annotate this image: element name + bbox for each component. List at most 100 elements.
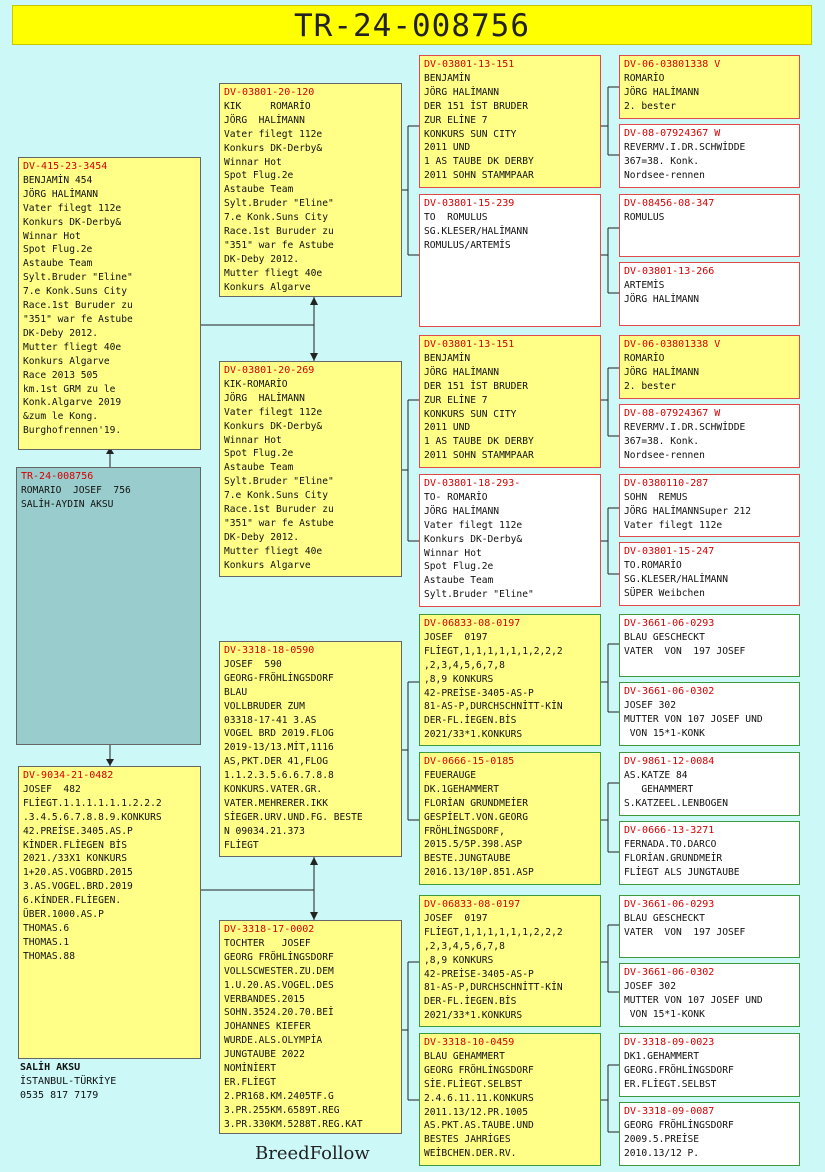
ancestor-card-15[interactable]: DV-3318-09-0023 DK1.GEHAMMERT GEORG.FRÖH… (619, 1033, 800, 1097)
pedigree-line: SG.KLESER/HALİMANN (424, 225, 528, 237)
pedigree-line: S.KATZEEL.LENBOGEN (624, 797, 728, 809)
ancestor-card-1[interactable]: DV-06-03801338 V ROMARİO JÖRG HALİMANN 2… (619, 55, 800, 119)
ring-number: DV-3661-06-0302 (624, 967, 715, 978)
ancestor-card-9[interactable]: DV-3661-06-0293 BLAU GESCHECKT VATER VON… (619, 614, 800, 677)
ancestor-card-16[interactable]: DV-3318-09-0087 GEORG FRÖHLİNGSDORF 2009… (619, 1102, 800, 1166)
pedigree-line: JOSEF 0197 (424, 912, 488, 924)
pedigree-line: AS.PKT.AS.TAUBE.UND (424, 1120, 534, 1132)
pedigree-line: ZUR ELİNE 7 (424, 394, 488, 406)
pedigree-line: ROMARİO (624, 352, 665, 364)
great-grandparent-card-7[interactable]: DV-06833-08-0197 JOSEF 0197 FLİEGT,1,1,1… (419, 895, 601, 1027)
ancestor-card-7[interactable]: DV-0380110-287 SOHN REMUS JÖRG HALİMANNS… (619, 474, 800, 537)
ancestor-card-5[interactable]: DV-06-03801338 V ROMARİO JÖRG HALİMANN 2… (619, 335, 800, 399)
pedigree-line: ROMULUS (624, 211, 665, 223)
pedigree-line: TO.ROMARİO (624, 559, 682, 571)
ancestor-card-2[interactable]: DV-08-07924367 W REVERMV.I.DR.SCHWİDDE 3… (619, 124, 800, 188)
pedigree-line: 2.4.6.11.11.KONKURS (424, 1092, 534, 1104)
great-grandparent-card-1[interactable]: DV-03801-13-151 BENJAMİN JÖRG HALİMANN D… (419, 55, 601, 188)
pedigree-line: Spot Flug.2e (424, 561, 494, 573)
pedigree-line: BLAU GESCHECKT (624, 912, 705, 924)
sire-card[interactable]: DV-415-23-3454 BENJAMİN 454 JÖRG HALİMAN… (18, 157, 201, 450)
pedigree-line: Konkurs DK-Derby& (224, 142, 323, 154)
pedigree-line: KONKURS SUN CITY (424, 128, 517, 140)
pedigree-line: 2011.13/12.PR.1005 (424, 1106, 528, 1118)
grandparent-card-1[interactable]: DV-03801-20-120 KIK ROMARİO JÖRG HALİMAN… (219, 83, 402, 297)
pedigree-line: 2016.13/10P.851.ASP (424, 867, 534, 879)
pedigree-line: KIK-ROMARİO (224, 378, 288, 390)
pedigree-line: Konkurs DK-Derby& (224, 420, 323, 432)
ancestor-card-10[interactable]: DV-3661-06-0302 JOSEF 302 MUTTER VON 107… (619, 682, 800, 746)
pedigree-line: JOSEF 302 (624, 699, 676, 711)
pedigree-line: SOHN.3524.20.70.BEİ (224, 1007, 334, 1019)
pedigree-line: 2021/33*1.KONKURS (424, 1010, 523, 1022)
pedigree-line: Astaube Team (424, 575, 494, 587)
ring-number: DV-08-07924367 W (624, 128, 721, 139)
pedigree-line: AS.KATZE 84 (624, 769, 688, 781)
pedigree-line: Sylt.Bruder "Eline" (224, 198, 334, 210)
pedigree-line: WURDE.ALS.OLYMPİA (224, 1035, 323, 1047)
pedigree-line: VATER VON 197 JOSEF (624, 926, 746, 938)
pedigree-line: 2010.13/12 P. (624, 1147, 700, 1159)
pedigree-line: 1.U.20.AS.VOGEL.DES (224, 979, 334, 991)
subject-pigeon-card[interactable]: TR-24-008756 ROMARIO JOSEF 756 SALİH-AYD… (16, 467, 201, 745)
pedigree-line: JOHANNES KIEFER (224, 1021, 311, 1033)
ancestor-card-11[interactable]: DV-9861-12-0084 AS.KATZE 84 GEHAMMERT S.… (619, 752, 800, 816)
pedigree-line: ER.FLİEGT (224, 1076, 276, 1088)
pedigree-line: ,2,3,4,5,6,7,8 (424, 659, 505, 671)
dam-line: ÜBER.1000.AS.P (23, 909, 104, 921)
ancestor-card-13[interactable]: DV-3661-06-0293 BLAU GESCHECKT VATER VON… (619, 895, 800, 958)
ring-number: DV-03801-20-120 (224, 87, 315, 98)
pedigree-line: 7.e Konk.Suns City (224, 212, 328, 224)
ring-number: DV-08-07924367 W (624, 408, 721, 419)
ring-number: DV-06833-08-0197 (424, 618, 521, 629)
pedigree-line: 42-PREİSE-3405-AS-P (424, 968, 534, 980)
ancestor-card-3[interactable]: DV-08456-08-347 ROMULUS (619, 194, 800, 257)
pedigree-line: Winnar Hot (424, 547, 482, 559)
great-grandparent-card-4[interactable]: DV-03801-18-293- TO- ROMARİO JÖRG HALİMA… (419, 474, 601, 607)
pedigree-line: 2011 UND (424, 142, 471, 154)
pedigree-line: BENJAMİN (424, 72, 471, 84)
pedigree-line: JÖRG HALİMANN (624, 293, 700, 305)
great-grandparent-card-2[interactable]: DV-03801-15-239 TO ROMULUS SG.KLESER/HAL… (419, 194, 601, 327)
pedigree-line: Vater filegt 112e (424, 519, 523, 531)
dam-card[interactable]: DV-9034-21-0482 JOSEF 482 FLİEGT.1.1.1.1… (18, 766, 201, 1059)
great-grandparent-card-8[interactable]: DV-3318-10-0459 BLAU GEHAMMERT GEORG FRÖ… (419, 1033, 601, 1166)
grandparent-card-3[interactable]: DV-3318-18-0590 JOSEF 590 GEORG-FRÖHLİNG… (219, 641, 402, 857)
pedigree-line: JÖRG HALİMANN (424, 505, 500, 517)
great-grandparent-card-3[interactable]: DV-03801-13-151 BENJAMİN JÖRG HALİMANN D… (419, 335, 601, 468)
pedigree-line: Race.1st Buruder zu (224, 226, 334, 238)
pedigree-line: BLAU GESCHECKT (624, 631, 705, 643)
ring-number: DV-03801-18-293- (424, 478, 521, 489)
great-grandparent-card-6[interactable]: DV-0666-15-0185 FEUERAUGE DK.1GEHAMMERT … (419, 752, 601, 885)
pedigree-line: DK.1GEHAMMERT (424, 783, 500, 795)
pedigree-line: 2. bester (624, 100, 676, 112)
pedigree-line: BLAU (224, 686, 248, 698)
ancestor-card-12[interactable]: DV-0666-13-3271 FERNADA.TO.DARCO FLORİAN… (619, 821, 800, 885)
dam-line: 42.PREİSE.3405.AS.P (23, 825, 133, 837)
ancestor-card-4[interactable]: DV-03801-13-266 ARTEMİS JÖRG HALİMANN (619, 262, 800, 326)
pedigree-line: VOLLBRUDER ZUM (224, 700, 305, 712)
pedigree-line: TO ROMULUS (424, 211, 488, 223)
pedigree-line: 42-PREİSE-3405-AS-P (424, 687, 534, 699)
pedigree-line: JÖRG HALİMANN (624, 366, 700, 378)
pedigree-line: REVERMV.I.DR.SCHWİDDE (624, 421, 746, 433)
great-grandparent-card-5[interactable]: DV-06833-08-0197 JOSEF 0197 FLİEGT,1,1,1… (419, 614, 601, 746)
pedigree-line: KONKURS SUN CITY (424, 408, 517, 420)
sire-line: JÖRG HALİMANN (23, 188, 99, 200)
pedigree-line: ER.FLİEGT.SELBST (624, 1078, 717, 1090)
sire-line: Burghofrennen'19. (23, 425, 122, 437)
pedigree-line: 2011 UND (424, 422, 471, 434)
pedigree-line: FLİEGT,1,1,1,1,1,1,2,2,2 (424, 926, 563, 938)
ring-number: DV-3661-06-0293 (624, 899, 715, 910)
pedigree-line: 367=38. Konk. (624, 435, 700, 447)
grandparent-card-2[interactable]: DV-03801-20-269 KIK-ROMARİO JÖRG HALİMAN… (219, 361, 402, 577)
ancestor-card-14[interactable]: DV-3661-06-0302 JOSEF 302 MUTTER VON 107… (619, 963, 800, 1027)
pedigree-line: NOMİNİERT (224, 1063, 276, 1075)
ancestor-card-8[interactable]: DV-03801-15-247 TO.ROMARİO SG.KLESER/HAL… (619, 542, 800, 606)
pedigree-line: 81-AS-P,DURCHSCHNİTT-KİN (424, 701, 563, 713)
ring-number: DV-9861-12-0084 (624, 756, 715, 767)
ancestor-card-6[interactable]: DV-08-07924367 W REVERMV.I.DR.SCHWİDDE 3… (619, 404, 800, 468)
sire-line: Race.1st Buruder zu (23, 300, 133, 312)
pedigree-line: JÖRG HALİMANNSuper 212 (624, 505, 752, 517)
grandparent-card-4[interactable]: DV-3318-17-0002 TOCHTER JOSEF GEORG FRÖH… (219, 920, 402, 1134)
